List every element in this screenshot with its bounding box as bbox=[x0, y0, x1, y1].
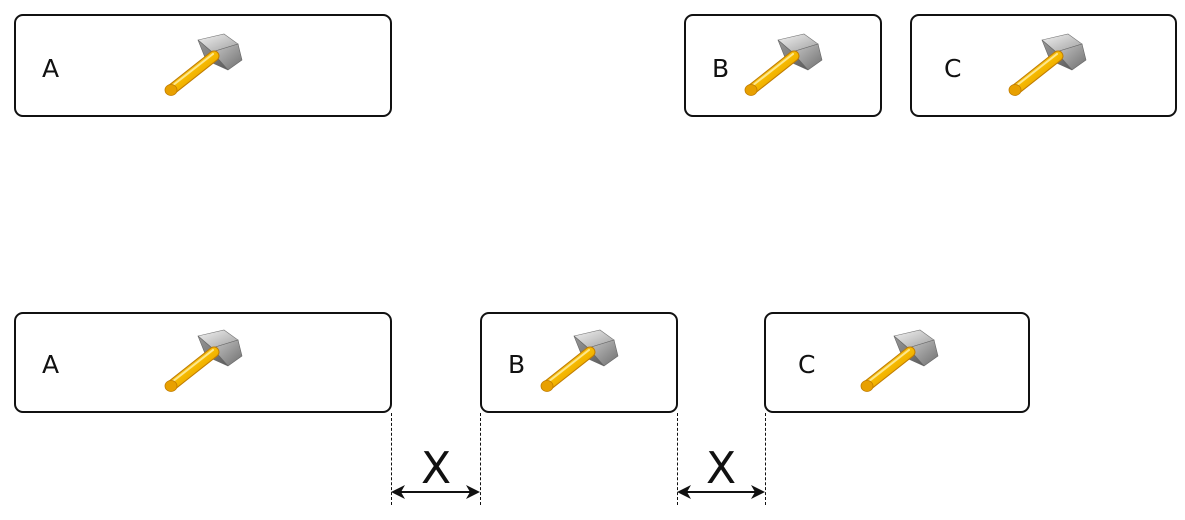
hammer-icon bbox=[158, 30, 248, 102]
hammer-icon bbox=[738, 30, 828, 102]
double-arrow-ab bbox=[391, 485, 480, 499]
double-arrow-bc bbox=[677, 485, 765, 499]
gap-label-bc: X bbox=[706, 443, 737, 494]
top-box-b: B bbox=[684, 14, 882, 117]
hammer-icon bbox=[534, 326, 624, 398]
bottom-box-c-label: C bbox=[798, 350, 816, 379]
top-box-a-label: A bbox=[42, 54, 60, 83]
top-box-c-label: C bbox=[944, 54, 962, 83]
hammer-icon bbox=[854, 326, 944, 398]
guide-line-a-right bbox=[391, 413, 392, 505]
top-box-c: C bbox=[910, 14, 1177, 117]
top-box-b-label: B bbox=[712, 54, 730, 83]
bottom-box-a-label: A bbox=[42, 350, 60, 379]
guide-line-b-left bbox=[480, 413, 481, 505]
bottom-box-b: B bbox=[480, 312, 678, 413]
guide-line-c-left bbox=[765, 413, 766, 505]
gap-label-ab: X bbox=[421, 443, 452, 494]
bottom-box-b-label: B bbox=[508, 350, 526, 379]
guide-line-b-right bbox=[677, 413, 678, 505]
hammer-icon bbox=[158, 326, 248, 398]
bottom-box-a: A bbox=[14, 312, 392, 413]
hammer-icon bbox=[1002, 30, 1092, 102]
top-box-a: A bbox=[14, 14, 392, 117]
bottom-box-c: C bbox=[764, 312, 1030, 413]
